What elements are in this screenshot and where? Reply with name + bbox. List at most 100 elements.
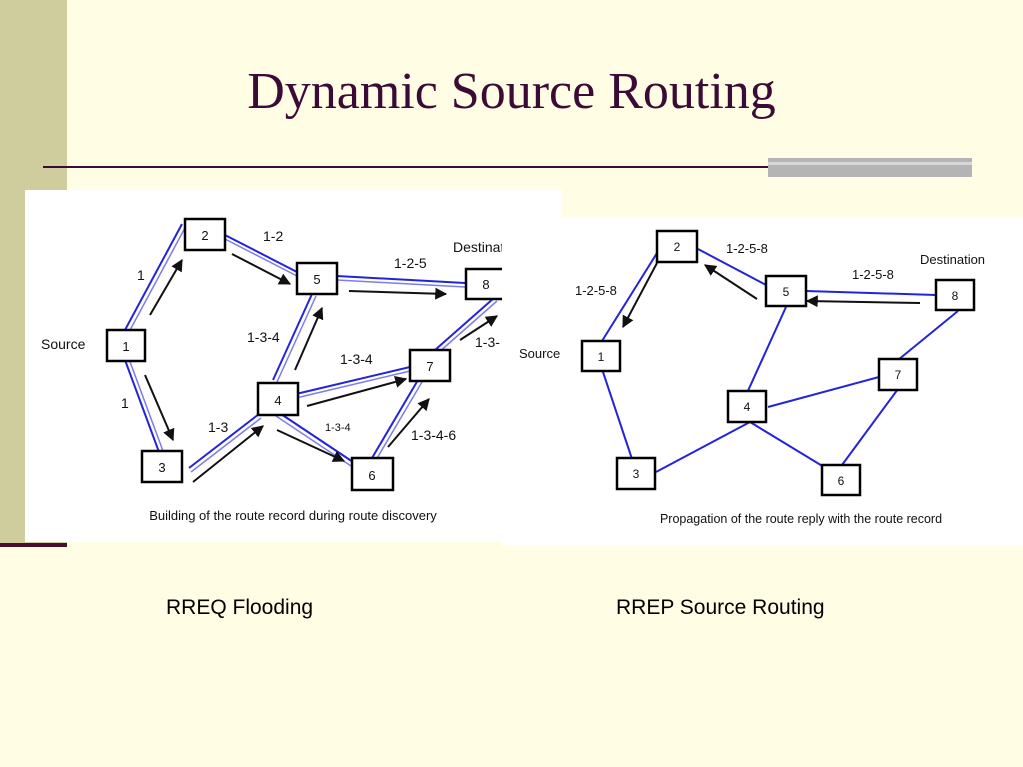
link-1-2 <box>124 223 183 331</box>
rrep-node-5: 5 <box>764 274 808 308</box>
rrep-link-7-8 <box>897 310 959 361</box>
svg-text:3: 3 <box>633 467 640 481</box>
rrep-node-8: 8 <box>934 278 976 312</box>
rreq-node-1: 1 <box>105 328 147 363</box>
link-2-5 <box>222 233 298 273</box>
svg-text:4: 4 <box>274 393 281 408</box>
arrow-6-7 <box>387 398 430 448</box>
rrep-arrow-2-1 <box>622 262 658 329</box>
arrow-3-4 <box>192 425 264 483</box>
route-label-6-7: 1-3-4-6 <box>411 427 456 443</box>
arrow-1-2 <box>149 258 183 316</box>
rreq-diagram-panel: 1 2 3 4 5 6 7 8 Source Destinati 1 1 1-2… <box>25 190 562 542</box>
svg-text:6: 6 <box>368 468 375 483</box>
rreq-node-3: 3 <box>140 449 184 484</box>
link-1-3 <box>124 359 160 453</box>
rreq-node-6: 6 <box>350 456 395 492</box>
rrep-node-3: 3 <box>615 456 657 491</box>
rrep-arrows <box>622 262 921 329</box>
rrep-links <box>599 236 959 473</box>
arrow-2-5 <box>231 253 292 285</box>
slide-title: Dynamic Source Routing <box>247 63 776 120</box>
rrep-node-7: 7 <box>877 357 919 392</box>
rreq-destination-label: Destinati <box>453 239 507 255</box>
rrep-diagram: 1 2 3 4 5 6 7 8 Source Destination 1-2-5… <box>519 229 985 526</box>
rrep-nodes: 1 2 3 4 5 6 7 8 <box>580 229 976 497</box>
rreq-flooding-caption: RREQ Flooding <box>166 596 314 619</box>
rreq-source-label: Source <box>41 336 86 352</box>
title-divider-bar <box>768 158 972 177</box>
rrep-diagram-panel: 1 2 3 4 5 6 7 8 Source Destination 1-2-5… <box>502 217 1023 546</box>
link-7-8 <box>434 297 495 351</box>
rrep-source-label: Source <box>519 346 560 361</box>
route-label-2-5: 1-2 <box>263 228 283 244</box>
left-accent-band-edge <box>0 543 67 547</box>
svg-text:3: 3 <box>158 460 165 475</box>
rreq-node-2: 2 <box>183 217 227 252</box>
arrow-7-8 <box>459 315 499 341</box>
rreq-diagram-caption: Building of the route record during rout… <box>149 508 437 523</box>
route-label-1-2: 1 <box>137 267 145 283</box>
rrep-node-2: 2 <box>655 229 699 264</box>
arrow-4-6 <box>276 429 346 462</box>
rrep-node-1: 1 <box>580 339 622 373</box>
rrep-diagram-caption: Propagation of the route reply with the … <box>660 512 942 526</box>
arrow-4-7 <box>306 376 408 407</box>
rrep-route-label-2-1: 1-2-5-8 <box>575 283 617 298</box>
svg-text:8: 8 <box>482 277 489 292</box>
svg-text:2: 2 <box>201 228 208 243</box>
rrep-link-2-5 <box>697 248 767 286</box>
svg-text:1: 1 <box>598 350 605 364</box>
rreq-node-8: 8 <box>464 267 508 301</box>
link-6-7 <box>371 379 419 459</box>
rreq-node-7: 7 <box>408 348 452 383</box>
rreq-node-5: 5 <box>295 261 339 296</box>
rrep-destination-label: Destination <box>920 252 985 267</box>
route-label-4-5: 1-3-4 <box>247 329 280 345</box>
route-label-7-8: 1-3- <box>475 334 500 350</box>
rrep-link-4-6 <box>749 421 825 468</box>
link-4-5 <box>272 293 313 381</box>
svg-text:2: 2 <box>674 240 681 254</box>
route-label-4-7: 1-3-4 <box>340 351 373 367</box>
link-4-6 <box>277 411 354 463</box>
svg-text:6: 6 <box>838 474 845 488</box>
rrep-node-4: 4 <box>726 389 768 424</box>
rrep-link-5-4 <box>746 306 787 394</box>
route-label-5-8: 1-2-5 <box>394 255 427 271</box>
arrow-1-3 <box>144 374 175 442</box>
svg-text:5: 5 <box>313 272 320 287</box>
svg-text:5: 5 <box>783 285 790 299</box>
rrep-route-label-8-5: 1-2-5-8 <box>852 267 894 282</box>
title-divider <box>43 166 773 168</box>
link-4-7 <box>295 366 411 395</box>
rrep-node-6: 6 <box>820 463 862 497</box>
rrep-route-label-5-2: 1-2-5-8 <box>726 241 768 256</box>
title-divider-bar-highlight <box>768 162 972 165</box>
rreq-nodes: 1 2 3 4 5 6 7 8 <box>105 217 508 492</box>
rreq-links <box>124 223 498 473</box>
rrep-link-4-7 <box>767 376 880 408</box>
rrep-link-1-3 <box>599 362 633 460</box>
rreq-arrows <box>144 253 499 483</box>
svg-text:7: 7 <box>426 359 433 374</box>
rrep-source-routing-caption: RREP Source Routing <box>616 596 825 619</box>
arrow-5-8 <box>348 287 448 300</box>
rrep-link-6-7 <box>841 388 899 466</box>
route-label-3-4: 1-3 <box>208 419 228 435</box>
rrep-link-3-4 <box>655 421 751 473</box>
rrep-arrow-8-5 <box>805 295 921 308</box>
svg-text:1: 1 <box>122 339 129 354</box>
svg-text:7: 7 <box>895 368 902 382</box>
route-label-1-3: 1 <box>121 395 129 411</box>
svg-text:4: 4 <box>744 400 751 414</box>
rreq-node-4: 4 <box>256 381 300 417</box>
arrow-4-5 <box>294 306 324 371</box>
link-5-8 <box>336 275 466 284</box>
rrep-arrow-5-2 <box>703 264 758 300</box>
rreq-diagram: 1 2 3 4 5 6 7 8 Source Destinati 1 1 1-2… <box>41 217 508 523</box>
route-label-4-6: 1-3-4 <box>325 422 351 434</box>
svg-text:8: 8 <box>952 289 959 303</box>
rrep-link-5-8 <box>805 290 937 296</box>
link-3-4 <box>188 413 260 469</box>
